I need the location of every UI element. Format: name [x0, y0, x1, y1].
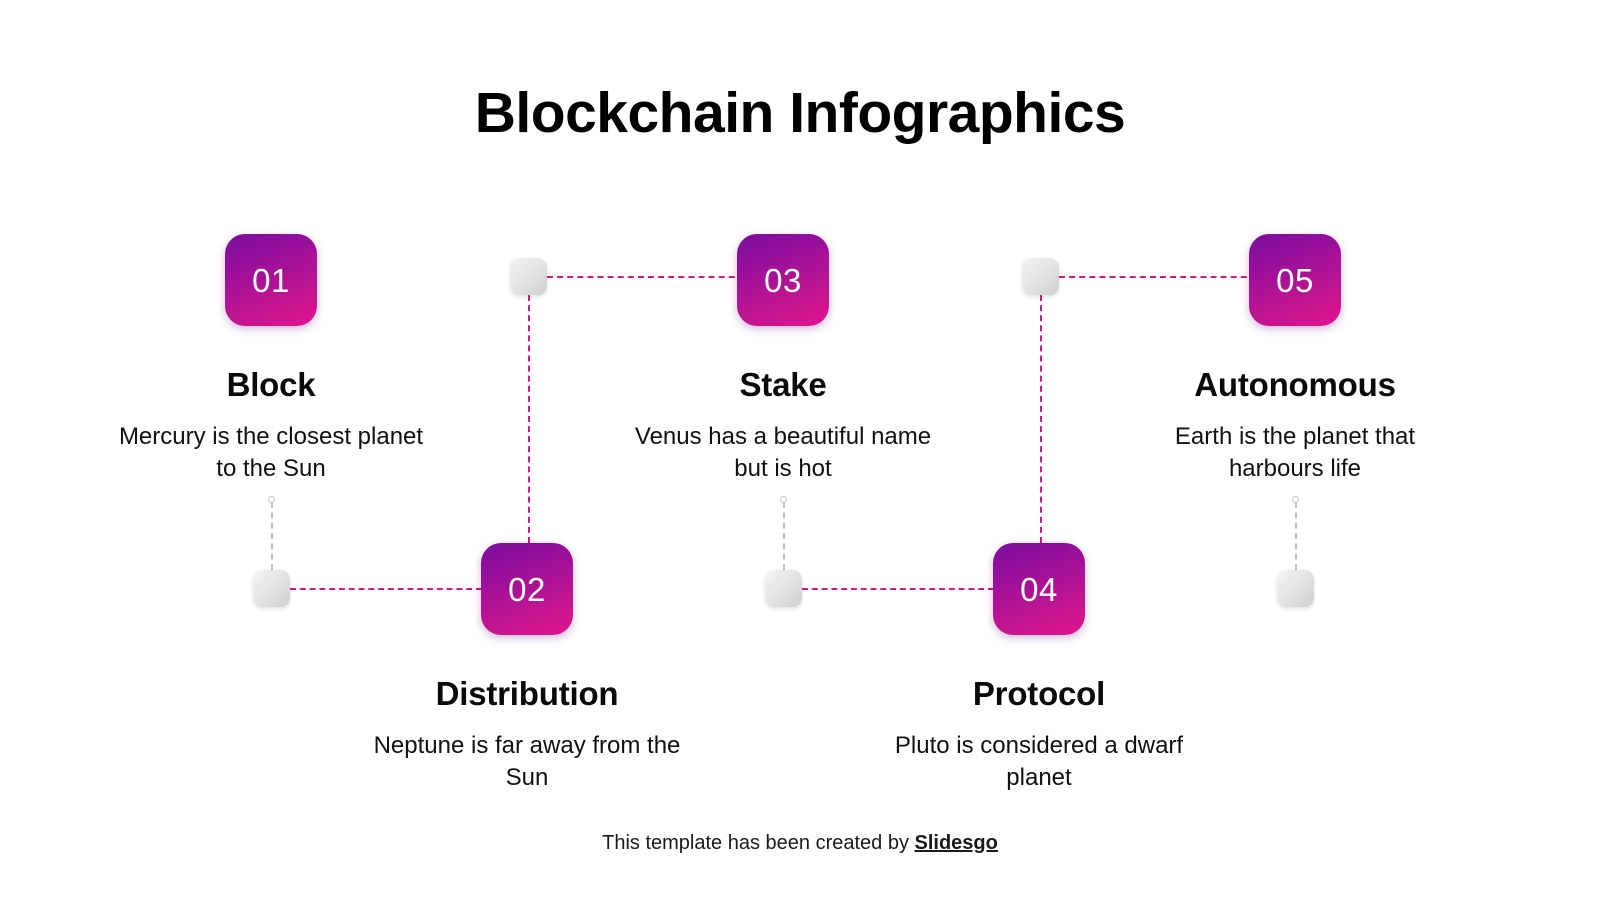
connector-node-bottom-column3[interactable] [765, 570, 802, 607]
stem-dot-column3 [780, 496, 787, 503]
step-number-03: 03 [764, 261, 802, 299]
step-text-02: Distribution Neptune is far away from th… [362, 675, 692, 793]
page-title: Blockchain Infographics [474, 81, 1126, 145]
step-description-04: Pluto is considered a dwarf planet [894, 731, 1184, 791]
connector-line-node4-to-card04 [1040, 295, 1042, 543]
step-number-01: 01 [252, 261, 290, 299]
connector-line-node1-to-card02 [290, 588, 482, 590]
step-title-05: Autonomous [1194, 366, 1396, 403]
step-text-03: Stake Venus has a beautiful name but is … [618, 366, 948, 484]
stem-line-column5 [1295, 502, 1297, 570]
step-title-01: Block [226, 366, 316, 403]
connector-line-node2-to-card02 [528, 295, 530, 543]
step-description-01: Mercury is the closest planet to the Sun [118, 422, 424, 482]
stem-line-column3 [783, 502, 785, 570]
step-title-04: Protocol [972, 675, 1106, 712]
slidesgo-link[interactable]: Slidesgo [914, 832, 998, 854]
connector-node-top-column4[interactable] [1022, 258, 1059, 295]
step-card-02[interactable]: 02 [481, 543, 573, 635]
stem-dot-column1 [268, 496, 275, 503]
step-text-04: Protocol Pluto is considered a dwarf pla… [874, 675, 1204, 793]
connector-line-node4-to-card05 [1059, 276, 1267, 278]
connector-line-node3-to-card04 [802, 588, 994, 590]
stem-dot-column5 [1292, 496, 1299, 503]
step-text-01: Block Mercury is the closest planet to t… [106, 366, 436, 484]
step-description-03: Venus has a beautiful name but is hot [634, 422, 932, 482]
connector-line-node2-to-card03 [547, 276, 755, 278]
step-description-05: Earth is the planet that harbours life [1174, 422, 1416, 482]
step-card-05[interactable]: 05 [1249, 234, 1341, 326]
connector-node-top-column2[interactable] [510, 258, 547, 295]
step-number-02: 02 [508, 570, 546, 608]
connector-node-bottom-column1[interactable] [253, 570, 290, 607]
footer-credit-text: This template has been created by [602, 832, 915, 854]
step-title-03: Stake [739, 366, 827, 403]
step-number-04: 04 [1020, 570, 1058, 608]
step-number-05: 05 [1276, 261, 1314, 299]
stem-line-column1 [271, 502, 273, 570]
step-card-03[interactable]: 03 [737, 234, 829, 326]
step-card-04[interactable]: 04 [993, 543, 1085, 635]
step-description-02: Neptune is far away from the Sun [373, 731, 681, 791]
step-text-05: Autonomous Earth is the planet that harb… [1130, 366, 1460, 484]
step-card-01[interactable]: 01 [225, 234, 317, 326]
step-title-02: Distribution [435, 675, 619, 712]
connector-node-bottom-column5[interactable] [1277, 570, 1314, 607]
footer-credit: This template has been created by Slides… [0, 832, 1600, 855]
